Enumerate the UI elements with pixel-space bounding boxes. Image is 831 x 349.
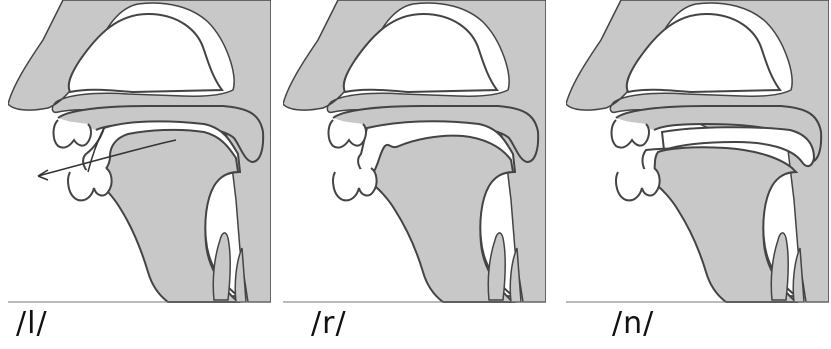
lower-teeth	[333, 168, 377, 200]
vocal-tract-diagram-r	[283, 0, 546, 305]
lower-teeth	[616, 168, 660, 200]
vocal-tract-diagram-n	[566, 0, 829, 305]
upper-teeth	[612, 120, 650, 148]
panel-n	[566, 0, 829, 305]
label-l: /l/	[16, 306, 48, 341]
panel-r	[283, 0, 546, 305]
label-r: /r/	[311, 306, 347, 341]
label-n: /n/	[612, 306, 654, 341]
upper-teeth	[329, 120, 367, 148]
vocal-tract-diagram-l	[8, 0, 271, 305]
panel-l	[8, 0, 271, 305]
lower-teeth	[68, 168, 112, 200]
upper-teeth	[54, 120, 92, 148]
